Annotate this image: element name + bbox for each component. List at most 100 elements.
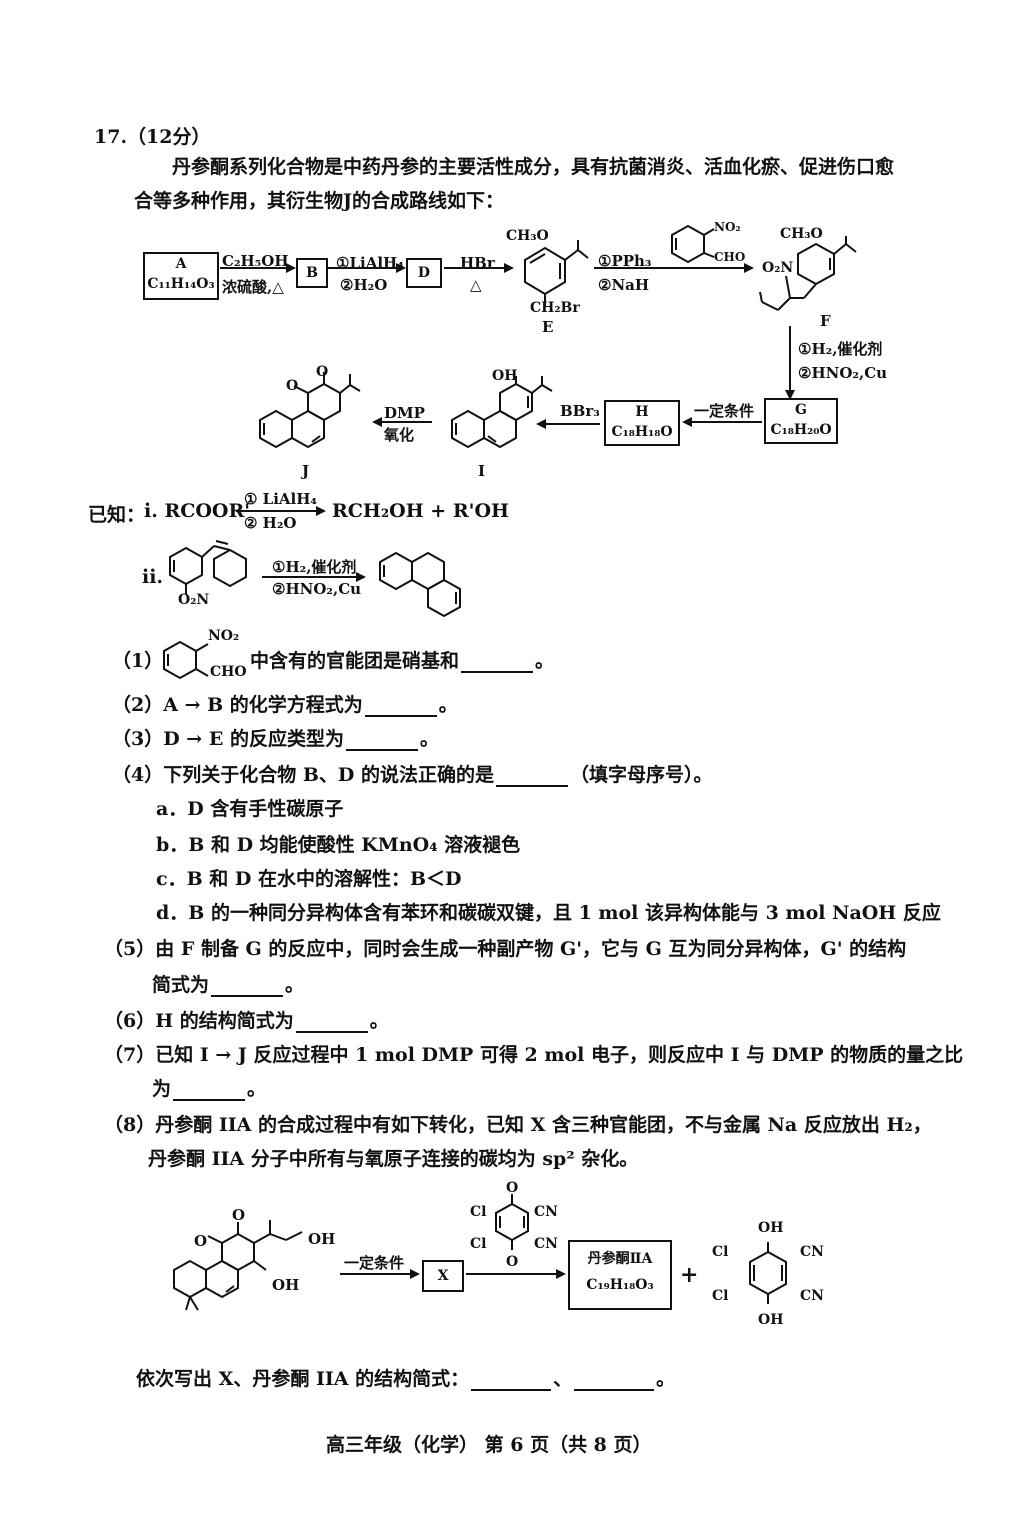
reagent-IJ-bottom: 氧化 [384,426,415,444]
known-ii-label: ii. [142,566,164,588]
q7-answer-blank[interactable] [173,1081,246,1101]
ddq-o-bottom: O [506,1254,519,1270]
q8-answer-blank-product[interactable] [574,1371,655,1391]
ddq-cl-1: Cl [470,1204,487,1220]
arrow-HI [536,419,600,429]
q8-start-o2: O [232,1206,246,1224]
reagent-AB-top: C₂H₅OH [222,252,289,270]
arrow-known-i [236,506,326,516]
q8-answer-end: 。 [656,1368,676,1390]
I-label: I [478,462,486,480]
J-oxygen-1: O [286,378,299,394]
compound-F-structure [759,236,857,311]
q8-line-1: （8）丹参酮 IIA 的合成过程中有如下转化，已知 X 含三种官能团，不与金属 … [104,1114,932,1136]
q5-line-1: （5）由 F 制备 G 的反应中，同时会生成一种副产物 G'，它与 G 互为同分… [104,938,907,960]
known-ii-reactant-structure [169,540,247,594]
aldehyde-cho: CHO [714,250,746,264]
arrow-IJ [372,417,432,427]
arrow-GH [682,417,762,427]
ddq-o-top: O [506,1180,519,1196]
compound-B-box: B [296,258,328,288]
q6: （6）H 的结构简式为 。 [104,1006,389,1033]
q8-start-oh-chain: OH [308,1230,336,1248]
compound-X-box: X [422,1260,464,1292]
q2: （2）A → B 的化学方程式为 。 [112,690,458,717]
q4-option-c: c．B 和 D 在水中的溶解性：B＜D [156,868,462,890]
q3: （3）D → E 的反应类型为。 [112,724,439,751]
q7-line-1: （7）已知 I → J 反应过程中 1 mol DMP 可得 2 mol 电子，… [104,1044,964,1066]
reagent-FG-top: ①H₂,催化剂 [798,340,883,358]
reagent-BD-bottom: ②H₂O [340,276,388,294]
F-no2: O₂N [762,260,794,276]
reagent-IJ-top: DMP [384,404,425,422]
arrow-FG [785,326,795,400]
q6-answer-blank[interactable] [295,1013,368,1033]
ddqh2-cl-1: Cl [712,1244,729,1260]
reagent-DE-bottom: △ [470,276,482,294]
q4: （4）下列关于化合物 B、D 的说法正确的是（填字母序号）。 [112,760,713,787]
ddqh2-cn-1: CN [800,1244,824,1260]
compound-A-formula: C₁₁H₁₄O₃ [147,276,215,292]
I-hydroxyl: OH [492,368,518,384]
known-ii-no2: O₂N [178,592,210,608]
ddq-cn-1: CN [534,1204,558,1220]
q3-answer-blank[interactable] [345,731,418,751]
tanshinone-IIA-name: 丹参酮ⅡA [587,1251,653,1267]
q3-end: 。 [419,728,439,750]
q4-option-a: a．D 含有手性碳原子 [156,798,344,820]
q5-answer-blank[interactable] [211,977,284,997]
tanshinone-IIA-formula: C₁₉H₁₈O₃ [586,1277,654,1293]
reagent-EF-top: ①PPh₃ [598,252,652,270]
page-footer: 高三年级（化学） 第 6 页（共 8 页） [326,1434,652,1456]
q8-start-o1: O [194,1232,208,1250]
intro-line-2: 合等多种作用，其衍生物J的合成路线如下： [134,190,504,212]
compound-G-formula: C₁₈H₂₀O [770,422,832,438]
known-ii-product-structure [379,551,461,618]
E-methoxy: CH₃O [506,228,549,244]
known-label: 已知： [88,504,146,526]
E-ch2br: CH₂Br [530,300,580,316]
compound-D-box: D [406,258,442,288]
q1-number: （1） [112,650,164,672]
q1-stem: 中含有的官能团是硝基和 [250,650,460,672]
q8-answer-sep: 、 [553,1368,573,1390]
q1-answer-blank[interactable] [461,653,534,673]
F-methoxy: CH₃O [780,226,823,242]
q8-line-2: 丹参酮 IIA 分子中所有与氧原子连接的碳均为 sp² 杂化。 [148,1148,639,1170]
q5-line-2: 简式为。 [152,970,304,997]
q6-end: 。 [369,1010,389,1032]
compound-H-formula: C₁₈H₁₈O [611,424,673,440]
q1-end: 。 [535,650,555,672]
J-oxygen-2: O [316,364,329,380]
q8-answer-blank-X[interactable] [471,1371,552,1391]
aldehyde-no2: NO₂ [714,220,741,234]
q2-answer-blank[interactable] [364,697,437,717]
ddqh2-oh-2: OH [758,1312,784,1328]
intro-line-1: 丹参酮系列化合物是中药丹参的主要活性成分，具有抗菌消炎、活血化瘀、促进伤口愈 [172,156,895,178]
known-i-reagent-top: ① LiAlH₄ [244,490,317,508]
arrow-EF [594,263,754,273]
ddqh2-structure [749,1242,787,1304]
q6-stem: （6）H 的结构简式为 [104,1010,294,1032]
compound-H-box: H C₁₈H₁₈O [604,400,680,446]
arrow-DE [444,263,514,273]
q8-answer-line: 依次写出 X、丹参酮 IIA 的结构简式：、。 [136,1364,675,1391]
ddq-cl-2: Cl [470,1236,487,1252]
compound-X-label: X [437,1268,449,1284]
q1-nitrobenzaldehyde-structure [163,640,209,680]
compound-B-label: B [306,265,318,281]
q5-stem: 简式为 [152,974,210,996]
known-i-right: RCH₂OH + R'OH [332,500,509,522]
q8-condition: 一定条件 [344,1254,405,1272]
arrow-known-ii [262,572,366,582]
ddq-structure [495,1194,529,1250]
reagent-GH: 一定条件 [694,402,755,420]
q4-answer-blank[interactable] [496,767,568,787]
q2-end: 。 [438,694,458,716]
reagent-HI: BBr₃ [560,402,600,420]
ddqh2-cl-2: Cl [712,1288,729,1304]
compound-G-box: G C₁₈H₂₀O [764,398,838,444]
q2-stem: （2）A → B 的化学方程式为 [112,694,363,716]
q8-start-structure [173,1220,303,1311]
ddqh2-cn-2: CN [800,1288,824,1304]
